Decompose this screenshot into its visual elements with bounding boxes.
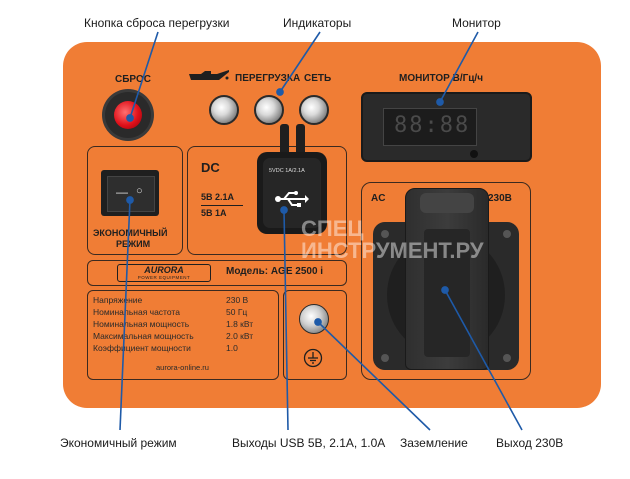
- indicator-light-3: [299, 95, 329, 125]
- ac-socket-screw-3: [381, 354, 389, 362]
- ac-socket-screw-2: [503, 230, 511, 238]
- spec-name-2: Номинальная частота: [93, 307, 180, 317]
- leader-ground: [314, 318, 431, 431]
- callout-eco-mode: Экономичный режим: [60, 436, 177, 450]
- spec-value-1: 230 В: [226, 295, 249, 305]
- brand-logo: AURORA POWER EQUIPMENT: [117, 264, 211, 282]
- eco-switch[interactable]: — ○: [101, 170, 159, 216]
- callout-usb-outputs: Выходы USB 5В, 2.1А, 1.0А: [232, 436, 386, 450]
- model-label: Модель: AGE 2500 i: [226, 266, 324, 277]
- watermark-1: СПЕЦ: [301, 216, 364, 241]
- leader-monitor: [436, 31, 479, 106]
- usb-port-inner: 5VDC 1A/2.1A: [263, 158, 321, 228]
- ac-socket-screw-1: [381, 230, 389, 238]
- eco-switch-box: [87, 146, 183, 255]
- ac-voltage-label: 230В: [488, 193, 512, 204]
- spec-name-4: Максимальная мощность: [93, 331, 194, 341]
- model-strip: [87, 260, 347, 286]
- leader-eco: [119, 196, 134, 431]
- usb-icon: [275, 191, 309, 207]
- spec-value-5: 1.0: [226, 343, 238, 353]
- callout-output-230: Выход 230В: [496, 436, 564, 450]
- brand-name: AURORA: [144, 265, 184, 275]
- monitor-button[interactable]: [470, 150, 478, 158]
- usb-cover-hinge-right: [296, 124, 305, 158]
- spec-name-3: Номинальная мощность: [93, 319, 190, 329]
- eco-label-2: РЕЖИМ: [116, 239, 151, 249]
- switch-on-mark: ○: [136, 185, 143, 197]
- dc-label: DC: [201, 160, 220, 175]
- brand-sub: POWER EQUIPMENT: [137, 275, 191, 280]
- indicator-light-2: [254, 95, 284, 125]
- network-label: СЕТЬ: [304, 73, 332, 84]
- monitor-frame: 88:88: [361, 92, 532, 162]
- monitor-screen: 88:88: [383, 108, 477, 146]
- spec-name-1: Напряжение: [93, 295, 143, 305]
- specs-box: [87, 290, 279, 380]
- callout-reset-button: Кнопка сброса перегрузки: [84, 16, 230, 30]
- usb-b-label: 5В 1А: [201, 208, 227, 218]
- spec-value-3: 1.8 кВт: [226, 319, 254, 329]
- dc-box: [187, 146, 347, 255]
- ground-terminal[interactable]: [299, 304, 329, 334]
- reset-label: СБРОС: [115, 74, 151, 85]
- spec-value-4: 2.0 кВт: [226, 331, 254, 341]
- ac-label: AC: [371, 193, 386, 204]
- spec-name-5: Коэффициент мощности: [93, 343, 191, 353]
- monitor-label: МОНИТОР В/Гц/ч: [399, 73, 484, 84]
- eco-switch-rocker: — ○: [107, 176, 155, 212]
- usb-spec-label: 5VDC 1A/2.1A: [269, 168, 305, 174]
- website-label: aurora-online.ru: [156, 363, 209, 372]
- monitor-digits: 88:88: [394, 113, 471, 138]
- ground-icon: [303, 348, 323, 368]
- usb-port-block[interactable]: 5VDC 1A/2.1A: [257, 152, 327, 234]
- watermark-2: ИНСТРУМЕНТ.РУ: [301, 238, 484, 263]
- usb-divider: [201, 205, 243, 206]
- oil-can-icon: [189, 70, 229, 80]
- spec-value-2: 50 Гц: [226, 307, 248, 317]
- leader-ac: [441, 286, 523, 431]
- ac-socket-screw-4: [503, 354, 511, 362]
- usb-cover-hinge-left: [280, 124, 289, 158]
- callout-indicators: Индикаторы: [283, 16, 352, 30]
- usb-a-label: 5В 2.1А: [201, 192, 235, 202]
- indicator-light-1: [209, 95, 239, 125]
- eco-label-1: ЭКОНОМИЧНЫЙ: [93, 228, 168, 238]
- ac-cover-grip: [420, 193, 474, 213]
- leader-reset: [126, 31, 159, 122]
- callout-monitor: Монитор: [452, 16, 501, 30]
- callout-grounding: Заземление: [400, 436, 468, 450]
- leader-indicators: [276, 31, 321, 96]
- ground-box: [283, 290, 347, 380]
- switch-off-mark: —: [116, 185, 128, 199]
- generator-panel: СБРОС ПЕРЕГРУЗКА СЕТЬ МОНИТОР В/Гц/ч 88:…: [63, 42, 601, 408]
- overload-label: ПЕРЕГРУЗКА: [235, 73, 301, 84]
- ac-box: [361, 182, 531, 380]
- ac-cover-flap[interactable]: [405, 188, 489, 370]
- leader-usb: [280, 206, 289, 431]
